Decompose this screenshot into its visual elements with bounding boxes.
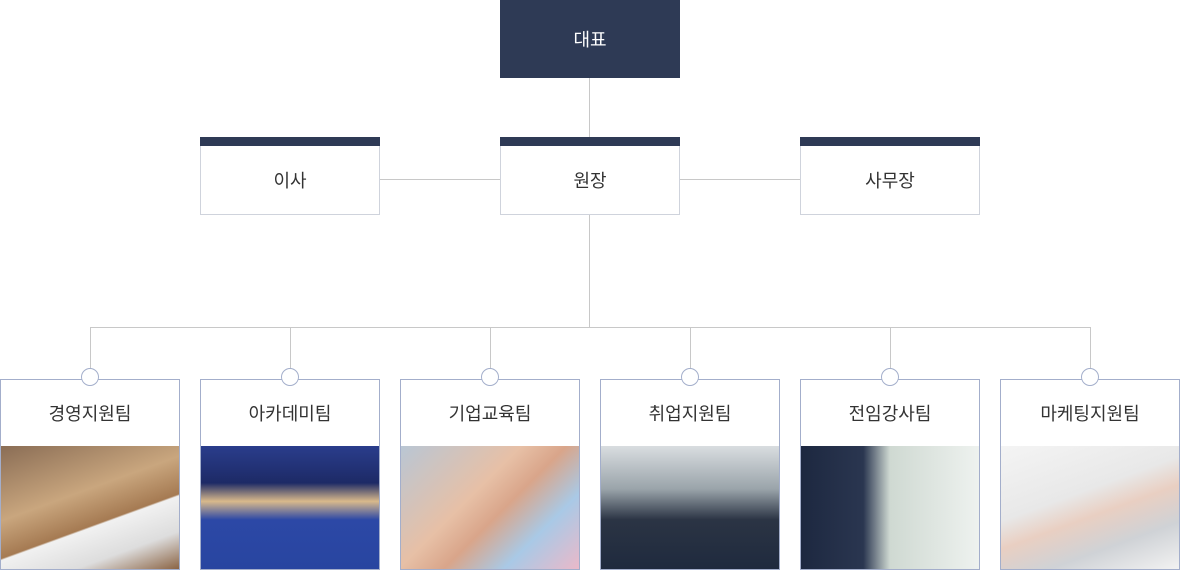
box-top-bar	[800, 137, 980, 146]
connector-line	[690, 327, 691, 369]
lecturer-microphone-photo	[801, 446, 979, 569]
connector-circle-icon	[681, 368, 699, 386]
graduation-cap-photo	[201, 446, 379, 569]
connector-circle-icon	[881, 368, 899, 386]
ceo-box: 대표	[500, 0, 680, 78]
team-label: 기업교육팀	[448, 404, 532, 425]
team-box-management: 경영지원팀	[0, 379, 180, 570]
director-box: 이사	[200, 137, 380, 215]
typing-keyboard-photo	[1001, 446, 1179, 569]
director-label: 이사	[273, 171, 307, 192]
interview-meeting-photo	[601, 446, 779, 569]
principal-box: 원장	[500, 137, 680, 215]
team-box-employment-support: 취업지원팀	[600, 379, 780, 570]
team-label: 취업지원팀	[648, 404, 732, 425]
connector-line	[890, 327, 891, 369]
team-label: 마케팅지원팀	[1040, 404, 1140, 425]
office-manager-box: 사무장	[800, 137, 980, 215]
team-hands-photo	[401, 446, 579, 569]
team-box-corporate-education: 기업교육팀	[400, 379, 580, 570]
principal-label: 원장	[573, 171, 607, 192]
team-box-marketing-support: 마케팅지원팀	[1000, 379, 1180, 570]
connector-line	[90, 327, 91, 369]
team-box-academy: 아카데미팀	[200, 379, 380, 570]
connector-circle-icon	[481, 368, 499, 386]
box-top-bar	[500, 137, 680, 146]
team-label: 아카데미팀	[248, 404, 332, 425]
team-label: 전임강사팀	[848, 404, 932, 425]
box-top-bar	[200, 137, 380, 146]
connector-line	[1090, 327, 1091, 369]
ceo-label: 대표	[573, 30, 607, 51]
office-manager-label: 사무장	[865, 171, 915, 192]
connector-line	[290, 327, 291, 369]
business-documents-photo	[1, 446, 179, 569]
connector-circle-icon	[81, 368, 99, 386]
connector-circle-icon	[281, 368, 299, 386]
connector-circle-icon	[1081, 368, 1099, 386]
team-box-lecturers: 전임강사팀	[800, 379, 980, 570]
connector-line	[90, 327, 1091, 328]
connector-line	[490, 327, 491, 369]
team-label: 경영지원팀	[48, 404, 132, 425]
